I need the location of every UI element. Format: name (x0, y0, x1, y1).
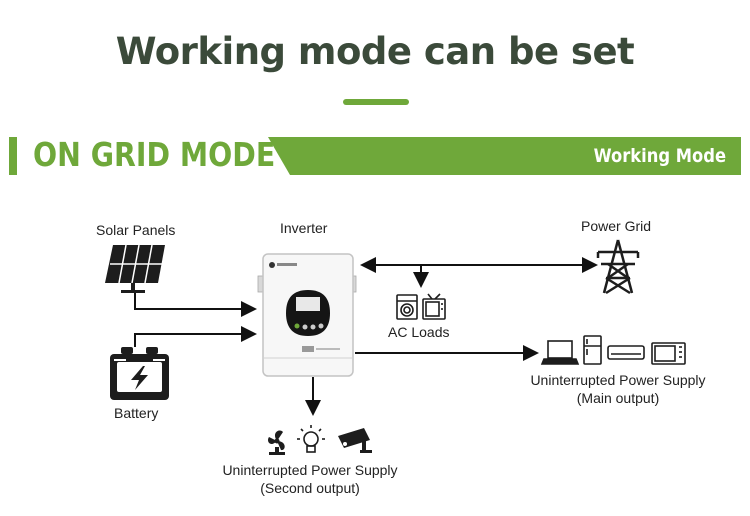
light-bulb-icon (297, 425, 325, 453)
security-camera-icon (338, 428, 372, 453)
refrigerator-icon (583, 335, 602, 365)
mode-banner (268, 137, 741, 175)
battery-to-inverter-arrow (134, 326, 257, 347)
connection-lines (134, 257, 598, 416)
power-grid-label: Power Grid (581, 218, 652, 234)
battery-icon (110, 347, 169, 400)
mode-accent-bar (9, 137, 17, 175)
mode-title: ON GRID MODE (33, 135, 276, 174)
power-grid-tower-icon (596, 239, 640, 295)
air-conditioner-icon (607, 345, 645, 360)
ac-loads-label: AC Loads (388, 324, 450, 340)
solar-to-inverter-arrow (134, 293, 257, 317)
ups-second-label-line1: Uninterrupted Power Supply (222, 462, 398, 478)
page-title: Working mode can be set (115, 30, 635, 73)
microwave-icon (651, 342, 686, 365)
solar-panel-icon (105, 244, 165, 293)
solar-panels-label: Solar Panels (96, 222, 176, 238)
inverter-unit (257, 253, 357, 377)
ups-second-label-line2: (Second output) (260, 480, 360, 496)
fan-icon (267, 430, 285, 455)
working-mode-tag: Working Mode (593, 145, 726, 167)
ups-main-label-line1: Uninterrupted Power Supply (530, 372, 706, 388)
working-mode-ribbon (268, 137, 741, 175)
inverter-label: Inverter (280, 220, 328, 236)
laptop-icon (540, 340, 580, 365)
tv-icon (422, 293, 446, 320)
ups-main-label-line2: (Main output) (576, 390, 660, 406)
title-underline (343, 99, 409, 105)
battery-label: Battery (114, 405, 159, 421)
washing-machine-icon (396, 294, 418, 320)
